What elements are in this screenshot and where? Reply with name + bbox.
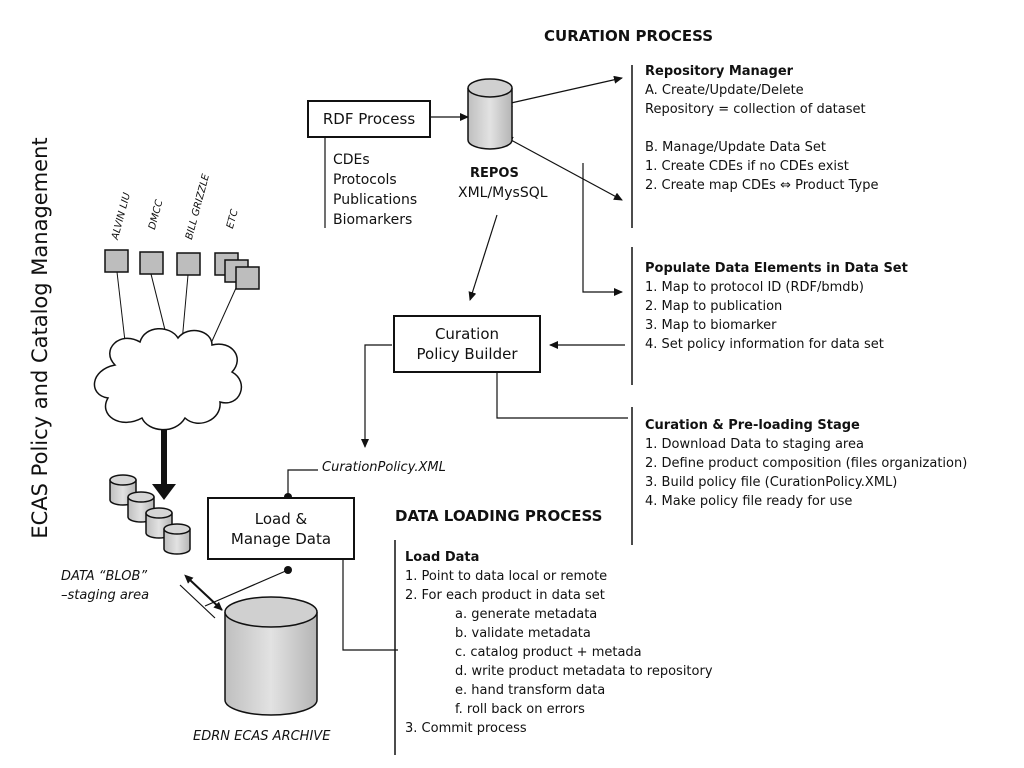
blob-label-line1: DATA “BLOB” — [61, 569, 148, 584]
panel-line: 1. Create CDEs if no CDEs exist — [645, 159, 849, 174]
repos-name: REPOS — [470, 166, 519, 181]
source-nodes — [104, 249, 260, 290]
rdf-item: Protocols — [333, 172, 397, 188]
load-data-panel: Load Data 1. Point to data local or remo… — [405, 548, 713, 738]
side-title: ECAS Policy and Catalog Management — [28, 137, 52, 539]
preloading-panel: Curation & Pre-loading Stage 1. Download… — [645, 416, 967, 511]
rdf-process-box: RDF Process — [307, 100, 431, 138]
repos-sub: XML/MysSQL — [458, 185, 548, 201]
load-to-loaddata-line — [342, 555, 398, 651]
rdf-item: Biomarkers — [333, 212, 413, 228]
policy-load-line — [287, 469, 318, 497]
curation-title: CURATION PROCESS — [544, 27, 714, 45]
blob-archive-arrow — [184, 574, 223, 611]
builder-line1: Curation — [434, 325, 500, 343]
blob-database-icons — [109, 474, 191, 555]
panel-sub-line: c. catalog product + metada — [455, 645, 642, 660]
panel-line: 1. Download Data to staging area — [645, 437, 864, 452]
repository-manager-panel: Repository Manager A. Create/Update/Dele… — [645, 62, 878, 195]
cloud-shape — [93, 328, 243, 431]
panel-sub-line: e. hand transform data — [455, 683, 606, 698]
panel-line: A. Create/Update/Delete — [645, 83, 804, 98]
panel-sub-line: f. roll back on errors — [455, 702, 585, 717]
load-line2: Manage Data — [230, 529, 332, 548]
blob-label: DATA “BLOB” –staging area — [61, 567, 149, 605]
panel-line: 3. Commit process — [405, 721, 527, 736]
loading-title: DATA LOADING PROCESS — [395, 507, 603, 525]
curation-policy-file: CurationPolicy.XML — [322, 460, 446, 475]
panel-title: Curation & Pre-loading Stage — [645, 418, 860, 433]
builder-policy-arrow — [361, 344, 392, 448]
curation-policy-builder-box: Curation Policy Builder — [393, 315, 541, 373]
panel-line: 3. Build policy file (CurationPolicy.XML… — [645, 475, 898, 490]
load-manage-box: Load & Manage Data — [207, 497, 355, 560]
panel-line: 2. For each product in data set — [405, 588, 605, 603]
panel-sub-line: d. write product metadata to repository — [455, 664, 713, 679]
builder-preloading-line — [496, 373, 628, 419]
panel-line: Repository = collection of dataset — [645, 102, 866, 117]
panel-line: 1. Map to protocol ID (RDF/bmdb) — [645, 280, 864, 295]
panel-line: 1. Point to data local or remote — [405, 569, 608, 584]
panel-line: B. Manage/Update Data Set — [645, 140, 826, 155]
panel-title: Populate Data Elements in Data Set — [645, 261, 908, 276]
panel-line: 2. Map to publication — [645, 299, 783, 314]
panel-sub-line: a. generate metadata — [455, 607, 598, 622]
panel-spacer — [645, 119, 878, 138]
panel-line: 4. Set policy information for data set — [645, 337, 884, 352]
blob-archive-arrow2 — [179, 584, 216, 619]
repos-manager-arrow — [503, 75, 623, 107]
repos-builder-arrow — [468, 214, 498, 301]
rdf-item: CDEs — [333, 152, 370, 168]
rdf-process-label: RDF Process — [322, 110, 416, 128]
panel-title: Repository Manager — [645, 64, 794, 79]
panel-line: 3. Map to biomarker — [645, 318, 777, 333]
rdf-items-list: CDEs Protocols Publications Biomarkers — [333, 150, 417, 230]
builder-line2: Policy Builder — [416, 345, 518, 363]
repos-dataset-arrow — [503, 136, 623, 201]
panel-sub-line: b. validate metadata — [455, 626, 591, 641]
archive-label: EDRN ECAS ARCHIVE — [193, 729, 331, 744]
load-line1: Load & — [254, 509, 308, 528]
repos-populate-arrow — [582, 163, 623, 296]
panel-line: 4. Make policy file ready for use — [645, 494, 853, 509]
blob-label-line2: –staging area — [61, 588, 150, 603]
repos-database-icon — [467, 78, 513, 150]
panel-line: 2. Define product composition (files org… — [645, 456, 968, 471]
panel-title: Load Data — [405, 550, 480, 565]
archive-database-icon — [224, 596, 318, 716]
panel-line: 2. Create map CDEs ⇔ Product Type — [645, 178, 879, 193]
rdf-item: Publications — [333, 192, 418, 208]
populate-panel: Populate Data Elements in Data Set 1. Ma… — [645, 259, 908, 354]
